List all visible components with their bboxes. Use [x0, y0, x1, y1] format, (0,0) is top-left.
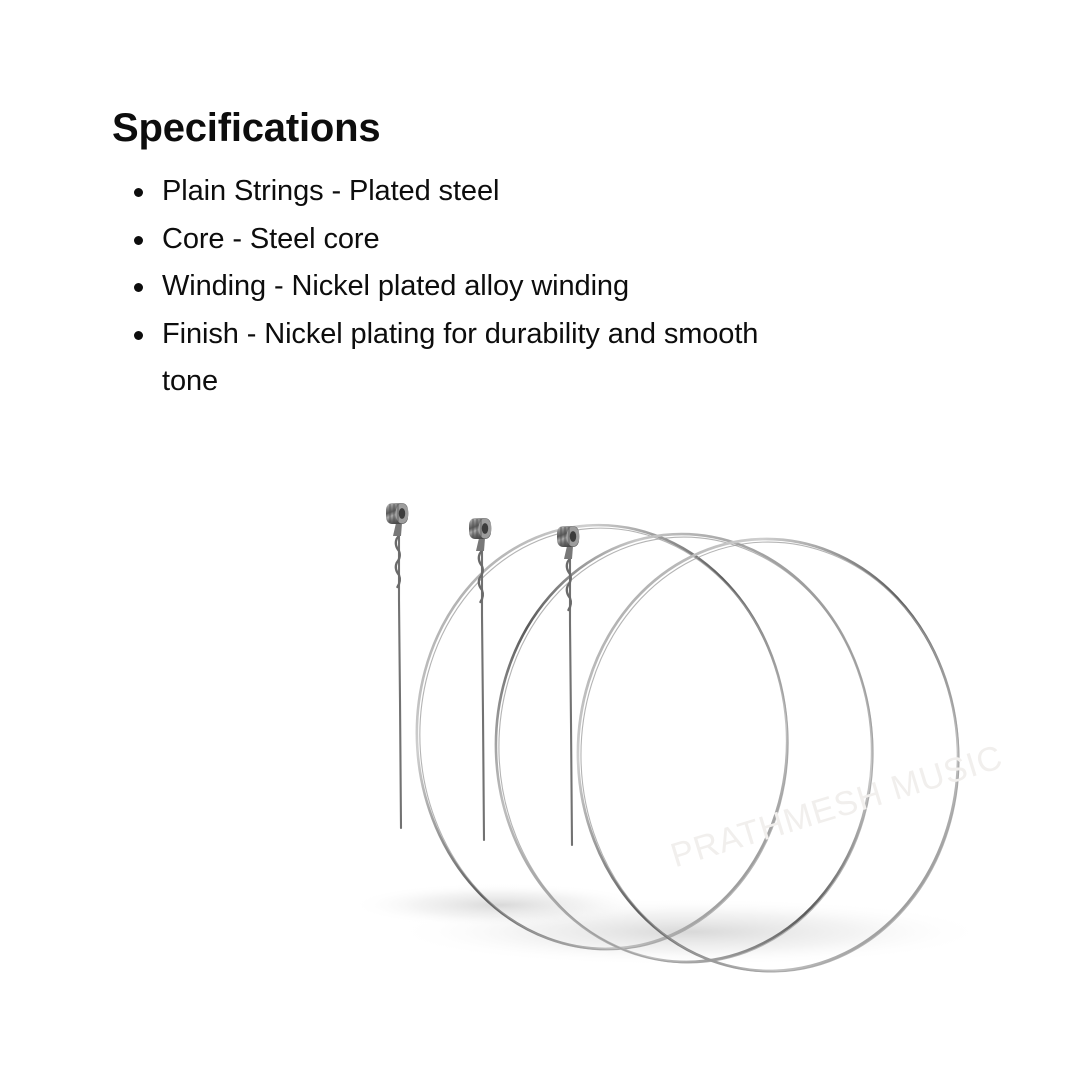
specifications-list: Plain Strings - Plated steel Core - Stee…: [112, 168, 872, 406]
ball-end-grooves: [560, 527, 570, 546]
ball-end-body: [469, 518, 491, 539]
watermark: PRATHMESH MUSIC: [666, 737, 1008, 876]
drop-shadow: [350, 883, 650, 927]
string-tail: [568, 549, 574, 847]
list-item: Core - Steel core: [112, 216, 802, 264]
ball-end-grooves: [389, 504, 399, 523]
ball-end-3: [557, 526, 580, 559]
specifications-section: Specifications Plain Strings - Plated st…: [112, 104, 872, 406]
ball-end-face: [478, 518, 492, 539]
list-item: Finish - Nickel plating for durability a…: [112, 311, 802, 406]
list-item-label: Core - Steel core: [162, 222, 380, 255]
string-coil-highlight: [580, 541, 960, 973]
ball-end-neck: [564, 546, 573, 559]
bullet-icon: [134, 283, 143, 292]
drop-shadow: [390, 898, 990, 966]
string-coil: [494, 532, 874, 964]
guitar-string-3: [557, 526, 960, 973]
ball-end-grooves: [472, 519, 482, 538]
string-coil-highlight: [498, 536, 874, 964]
bullet-icon: [134, 330, 143, 340]
bullet-icon: [134, 188, 143, 197]
ball-end-face: [566, 526, 580, 547]
bullet-icon: [134, 235, 143, 245]
guitar-string-1: [386, 503, 789, 951]
ball-end-hole: [569, 531, 577, 542]
string-twist: [565, 548, 573, 612]
list-item: Plain Strings - Plated steel: [112, 168, 802, 216]
string-twist: [477, 540, 485, 604]
ball-end-1: [386, 503, 409, 536]
list-item: Winding - Nickel plated alloy winding: [112, 263, 802, 311]
list-item-label: Winding - Nickel plated alloy winding: [162, 270, 629, 302]
ball-end-hole: [481, 523, 489, 534]
string-tail: [480, 541, 486, 842]
ball-end-hole: [398, 508, 406, 519]
ball-end-neck: [476, 538, 485, 551]
ball-end-face: [395, 503, 409, 524]
string-twist: [394, 525, 402, 589]
list-item-label: Plain Strings - Plated steel: [162, 175, 500, 207]
string-coil: [415, 523, 789, 951]
page-title: Specifications: [112, 106, 381, 150]
ball-end-body: [557, 526, 579, 547]
string-tail: [397, 526, 403, 830]
ball-end-neck: [393, 523, 402, 536]
list-item-label: Finish - Nickel plating for durability a…: [162, 317, 759, 398]
ball-end-body: [386, 503, 408, 524]
string-coil-highlight: [419, 527, 789, 951]
guitar-string-2: [469, 518, 874, 964]
string-coil: [576, 537, 960, 973]
ball-end-2: [469, 518, 492, 551]
